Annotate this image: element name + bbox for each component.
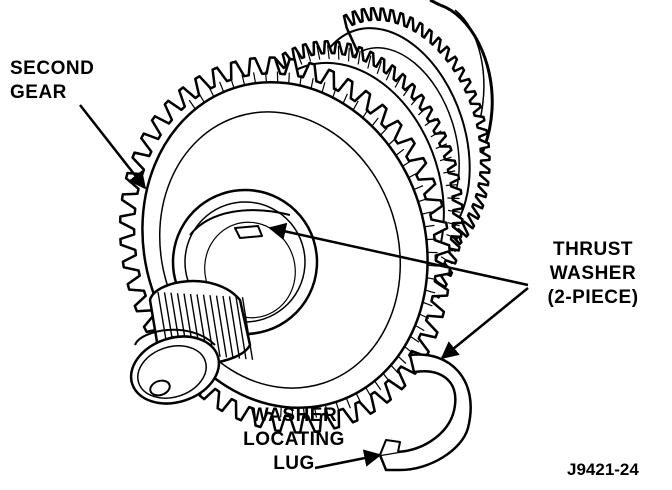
thrust-washer-label: THRUST WASHER (2-PIECE): [528, 238, 658, 310]
figure-id: J9421-24: [567, 460, 639, 479]
installed-thrust-washer: [189, 209, 291, 239]
second-gear-label-line1: SECOND: [10, 58, 95, 79]
thrust-washer-label-line2: WASHER: [549, 263, 637, 284]
thrust-washer-leader-installed: [268, 222, 529, 287]
loose-thrust-washer-half: [378, 353, 472, 472]
thrust-washer-label-line3: (2-PIECE): [547, 287, 639, 308]
second-gear-label-line2: GEAR: [10, 82, 67, 103]
leader-lines: [79, 104, 529, 470]
second-gear-leader: [79, 104, 147, 190]
front-shaft: [129, 279, 254, 405]
washer-locating-lug-label-line3: LUG: [273, 453, 315, 474]
locating-lug-leader: [314, 449, 382, 470]
thrust-washer-label-line1: THRUST: [552, 239, 634, 260]
washer-locating-lug-label: WASHER LOCATING LUG: [224, 404, 364, 476]
thrust-washer-leader-loose: [440, 287, 529, 360]
second-gear-label: SECOND GEAR: [10, 57, 94, 105]
washer-locating-lug-label-line1: WASHER: [250, 405, 338, 426]
washer-locating-lug-label-line2: LOCATING: [243, 429, 345, 450]
